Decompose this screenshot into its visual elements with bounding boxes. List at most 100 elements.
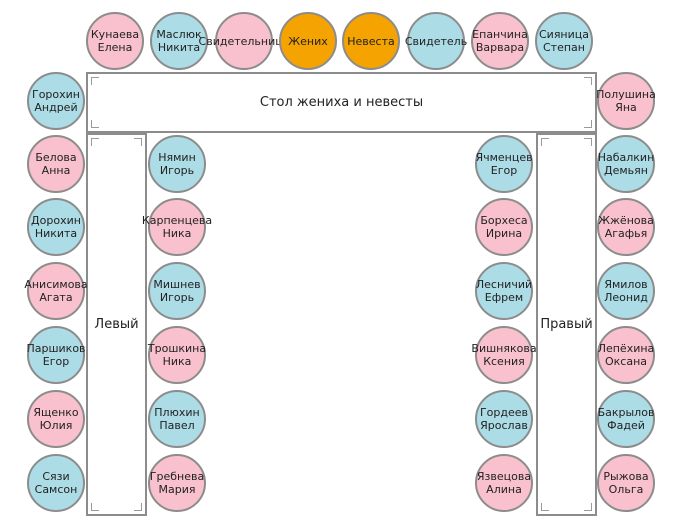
main-table-label: Стол жениха и невесты: [259, 95, 424, 110]
seat-top-3[interactable]: Свидетельница: [199, 12, 289, 70]
seat-name-line1: Ященко: [33, 406, 79, 419]
seat-right-outer-5[interactable]: Лепёхина Оксана: [597, 326, 655, 384]
seat-left-inner-6[interactable]: Гребнева Мария: [148, 454, 206, 512]
seat-name-line1: Епанчина: [472, 28, 528, 41]
seat-right-inner-1[interactable]: Ячменцев Егор: [475, 135, 533, 193]
seat-name-line2: Варвара: [475, 41, 525, 54]
seat-name-line2: Ника: [162, 355, 192, 368]
seat-top-bride[interactable]: Невеста: [342, 12, 400, 70]
seat-name-line1: Жених: [288, 34, 328, 48]
corner-handle-icon: [541, 138, 549, 146]
seat-left-inner-2[interactable]: Карпенцева Ника: [142, 198, 212, 256]
corner-handle-icon: [91, 503, 99, 511]
seat-name-line2: Степан: [543, 41, 585, 54]
seat-name-line2: Агата: [39, 291, 73, 304]
seat-name-line1: Горохин: [31, 88, 80, 101]
seat-right-outer-2[interactable]: Набалкин Демьян: [597, 135, 655, 193]
seat-right-outer-1[interactable]: Полушина Яна: [596, 72, 656, 130]
seat-name-line2: Алина: [486, 483, 522, 496]
seat-left-inner-5[interactable]: Плюхин Павел: [148, 390, 206, 448]
seat-name-line2: Игорь: [159, 291, 195, 304]
seat-name-line1: Ячменцев: [475, 151, 533, 164]
seat-name-line1: Мишнев: [153, 278, 201, 291]
seat-name-line1: Белова: [35, 151, 77, 164]
seat-top-8[interactable]: Сияница Степан: [535, 12, 593, 70]
seat-right-inner-2[interactable]: Борхеса Ирина: [475, 198, 533, 256]
seat-name-line2: Ксения: [483, 355, 525, 368]
corner-handle-icon: [134, 138, 142, 146]
seat-name-line1: Анисимова: [24, 278, 88, 291]
seat-name-line1: Вишнякова: [471, 342, 537, 355]
seat-left-outer-1[interactable]: Горохин Андрей: [27, 72, 85, 130]
seat-name-line2: Егор: [42, 355, 70, 368]
seat-top-7[interactable]: Епанчина Варвара: [471, 12, 529, 70]
seat-left-outer-6[interactable]: Ященко Юлия: [27, 390, 85, 448]
corner-handle-icon: [584, 120, 592, 128]
seat-name-line1: Гордеев: [479, 406, 529, 419]
left-table[interactable]: Левый: [86, 133, 147, 516]
seat-name-line2: Яна: [615, 101, 637, 114]
corner-handle-icon: [134, 503, 142, 511]
right-table-label: Правый: [540, 317, 593, 332]
seat-name-line2: Самсон: [34, 483, 78, 496]
seat-left-outer-3[interactable]: Дорохин Никита: [27, 198, 85, 256]
seat-top-1[interactable]: Кунаева Елена: [86, 12, 144, 70]
seat-top-6[interactable]: Свидетель: [404, 12, 468, 70]
seat-name-line1: Лепёхина: [597, 342, 655, 355]
seat-name-line2: Ольга: [608, 483, 644, 496]
seat-name-line2: Юлия: [39, 419, 73, 432]
corner-handle-icon: [91, 138, 99, 146]
seat-name-line1: Кунаева: [90, 28, 140, 41]
seat-name-line2: Никита: [157, 41, 201, 54]
seat-name-line2: Егор: [490, 164, 518, 177]
seat-right-inner-6[interactable]: Язвецова Алина: [475, 454, 533, 512]
seat-left-inner-3[interactable]: Мишнев Игорь: [148, 262, 206, 320]
seat-name-line1: Паршиков: [26, 342, 86, 355]
seat-name-line2: Ефрем: [484, 291, 524, 304]
seat-name-line2: Ирина: [485, 227, 523, 240]
corner-handle-icon: [584, 77, 592, 85]
seat-left-inner-4[interactable]: Трошкина Ника: [148, 326, 206, 384]
main-table[interactable]: Стол жениха и невесты: [86, 72, 597, 133]
right-table[interactable]: Правый: [536, 133, 597, 516]
seat-name-line1: Рыжова: [603, 470, 649, 483]
seat-left-inner-1[interactable]: Нямин Игорь: [148, 135, 206, 193]
seat-name-line2: Ника: [162, 227, 192, 240]
seat-name-line2: Анна: [41, 164, 71, 177]
seat-right-outer-3[interactable]: Жжёнова Агафья: [597, 198, 655, 256]
seat-name-line2: Павел: [159, 419, 195, 432]
seat-name-line2: Андрей: [34, 101, 78, 114]
seat-left-outer-2[interactable]: Белова Анна: [27, 135, 85, 193]
seat-name-line1: Лесничий: [475, 278, 533, 291]
corner-handle-icon: [91, 120, 99, 128]
seat-left-outer-4[interactable]: Анисимова Агата: [24, 262, 88, 320]
seat-name-line1: Свидетель: [404, 34, 468, 48]
seat-right-inner-4[interactable]: Вишнякова Ксения: [471, 326, 537, 384]
seat-name-line2: Ярослав: [480, 419, 528, 432]
seat-name-line1: Невеста: [347, 34, 395, 48]
seat-name-line1: Плюхин: [154, 406, 200, 419]
seat-right-outer-4[interactable]: Ямилов Леонид: [597, 262, 655, 320]
seat-name-line1: Борхеса: [480, 214, 528, 227]
seat-name-line1: Ямилов: [604, 278, 648, 291]
seat-name-line1: Сязи: [42, 470, 70, 483]
seat-right-outer-6[interactable]: Бакрылов Фадей: [597, 390, 655, 448]
seat-top-groom[interactable]: Жених: [279, 12, 337, 70]
seat-name-line1: Полушина: [596, 88, 656, 101]
seat-name-line2: Леонид: [604, 291, 648, 304]
seat-top-2[interactable]: Маслюк Никита: [150, 12, 208, 70]
seat-right-inner-5[interactable]: Гордеев Ярослав: [475, 390, 533, 448]
seat-name-line1: Гребнева: [149, 470, 205, 483]
seat-right-outer-7[interactable]: Рыжова Ольга: [597, 454, 655, 512]
seat-name-line1: Жжёнова: [598, 214, 654, 227]
seat-name-line1: Сияница: [538, 28, 589, 41]
seat-name-line1: Набалкин: [597, 151, 655, 164]
seat-left-outer-5[interactable]: Паршиков Егор: [26, 326, 86, 384]
seat-name-line1: Свидетельница: [198, 34, 290, 48]
seat-name-line2: Оксана: [604, 355, 648, 368]
seat-name-line2: Игорь: [159, 164, 195, 177]
seat-name-line2: Фадей: [607, 419, 645, 432]
left-table-label: Левый: [94, 317, 139, 332]
seat-right-inner-3[interactable]: Лесничий Ефрем: [475, 262, 533, 320]
seat-left-outer-7[interactable]: Сязи Самсон: [27, 454, 85, 512]
